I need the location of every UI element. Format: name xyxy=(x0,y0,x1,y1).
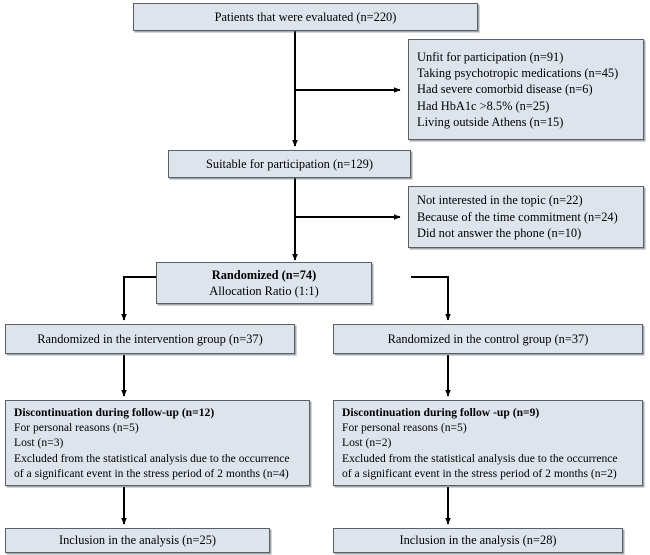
node-line: Did not answer the phone (n=10) xyxy=(417,226,582,241)
node-discontinuation-control: Discontinuation during follow -up (n=9) … xyxy=(333,400,643,486)
node-patients-evaluated: Patients that were evaluated (n=220) xyxy=(133,3,478,31)
node-line: Lost (n=2) xyxy=(342,436,392,450)
node-randomized: Randomized (n=74) Allocation Ratio (1:1) xyxy=(156,262,372,304)
node-line: Allocation Ratio (1:1) xyxy=(209,284,319,298)
node-line: For personal reasons (n=5) xyxy=(342,421,467,435)
node-line: Unfit for participation (n=91) xyxy=(417,49,564,64)
node-excluded-second: Not interested in the topic (n=22) Becau… xyxy=(408,186,644,248)
node-line: For personal reasons (n=5) xyxy=(14,421,139,435)
node-line: Randomized in the control group (n=37) xyxy=(387,331,589,346)
node-line: Living outside Athens (n=15) xyxy=(417,115,564,130)
node-line: Randomized in the intervention group (n=… xyxy=(37,331,263,346)
node-line: of a significant event in the stress per… xyxy=(342,466,617,480)
node-line: Because of the time commitment (n=24) xyxy=(417,209,618,224)
node-inclusion-control: Inclusion in the analysis (n=28) xyxy=(333,528,623,553)
node-line: Had severe comorbid disease (n=6) xyxy=(417,82,593,97)
node-line: Suitable for participation (n=129) xyxy=(206,156,373,171)
node-line: Discontinuation during follow-up (n=12) xyxy=(14,405,215,419)
node-line: Discontinuation during follow -up (n=9) xyxy=(342,405,540,419)
connector-randomized-to-control xyxy=(411,276,451,321)
node-line: Inclusion in the analysis (n=28) xyxy=(399,533,557,548)
node-line: Randomized (n=74) xyxy=(211,267,317,282)
node-suitable-for-participation: Suitable for participation (n=129) xyxy=(168,150,411,178)
node-line: Inclusion in the analysis (n=25) xyxy=(58,533,217,548)
node-line: Patients that were evaluated (n=220) xyxy=(214,9,397,24)
node-line: Excluded from the statistical analysis d… xyxy=(342,451,618,465)
node-line: Taking psychotropic medications (n=45) xyxy=(417,65,619,80)
node-excluded-first: Unfit for participation (n=91) Taking ps… xyxy=(408,39,644,140)
node-intervention-group: Randomized in the intervention group (n=… xyxy=(5,324,295,354)
node-control-group: Randomized in the control group (n=37) xyxy=(333,324,643,354)
node-line: Had HbA1c >8.5% (n=25) xyxy=(417,98,550,113)
node-inclusion-intervention: Inclusion in the analysis (n=25) xyxy=(5,528,270,553)
node-line: of a significant event in the stress per… xyxy=(14,466,289,480)
node-discontinuation-intervention: Discontinuation during follow-up (n=12) … xyxy=(5,400,310,486)
node-line: Lost (n=3) xyxy=(14,436,64,450)
node-line: Not interested in the topic (n=22) xyxy=(417,193,583,208)
node-line: Excluded from the statistical analysis d… xyxy=(14,451,290,465)
